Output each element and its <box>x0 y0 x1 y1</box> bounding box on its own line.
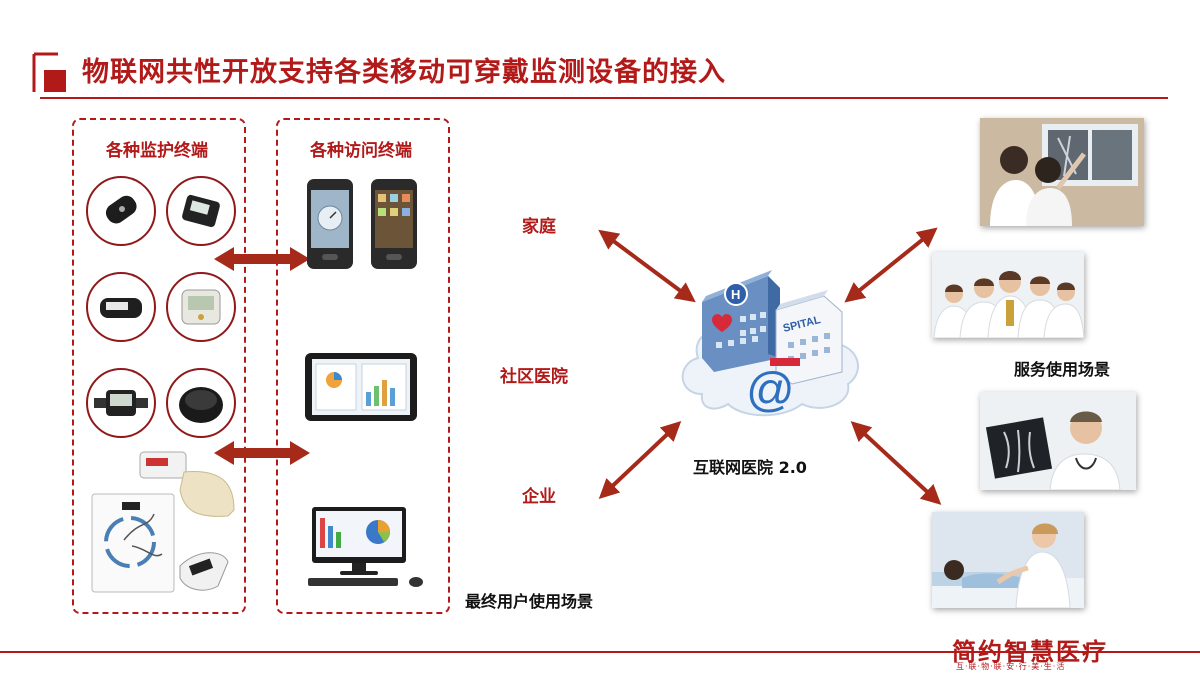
svg-text:H: H <box>731 287 740 302</box>
service-photo-patient-care <box>932 512 1084 608</box>
access-terminals-box <box>276 118 450 614</box>
blood-pressure-monitor-icon <box>181 289 221 325</box>
tablet-icon <box>305 353 417 421</box>
smartphone-icon-1 <box>307 179 353 269</box>
wearable-device-circle-4 <box>166 272 236 342</box>
device-group-icon <box>91 451 235 593</box>
end-user-scenario-label: 最终用户使用场景 <box>465 592 594 611</box>
at-symbol-icon: @ <box>746 364 795 417</box>
wearable-device-circle-6 <box>166 368 236 438</box>
arrow-hospital-service-bottom <box>850 421 942 505</box>
wearable-device-circle-2 <box>166 176 236 246</box>
footer-divider <box>0 651 1200 653</box>
wearable-device-circle-1 <box>86 176 156 246</box>
monitor-terminals-title: 各种监护终端 <box>106 141 208 161</box>
service-photo-medical-team <box>932 252 1084 338</box>
arrow-hospital-service-top <box>844 227 938 303</box>
title-divider <box>40 97 1168 99</box>
arrow-enterprise-hospital <box>598 421 682 499</box>
access-terminals-title: 各种访问终端 <box>310 141 412 161</box>
wearable-tracker-icon <box>105 195 137 224</box>
brand-slogan: 互·联·物·联·安·行·美·生·活 <box>956 662 1066 671</box>
service-photo-xray-doctor <box>980 392 1136 490</box>
pulse-oximeter-icon <box>100 298 142 318</box>
node-enterprise: 企业 <box>522 487 556 507</box>
desktop-computer-icon <box>308 507 423 587</box>
service-scenario-label: 服务使用场景 <box>1014 360 1111 379</box>
page-title: 物联网共性开放支持各类移动可穿戴监测设备的接入 <box>82 57 726 88</box>
internet-hospital-cloud: H SPITAL @ <box>681 270 859 417</box>
wearable-device-circle-5 <box>86 368 156 438</box>
monitor-access-link-arrow-2 <box>214 441 310 465</box>
internet-hospital-label: 互联网医院 2.0 <box>693 458 807 477</box>
node-community-hospital: 社区医院 <box>500 367 568 387</box>
monitor-terminals-box <box>72 118 246 614</box>
glucose-meter-icon <box>182 194 220 228</box>
title-bracket-icon <box>32 52 66 92</box>
brand-logo-text: 简约智慧医疗 <box>952 638 1108 666</box>
monitor-access-link-arrow-1 <box>214 247 310 271</box>
smartphone-icon-2 <box>371 179 417 269</box>
wearable-device-circle-3 <box>86 272 156 342</box>
ecg-band-icon <box>94 390 148 416</box>
arrow-home-hospital <box>598 229 696 303</box>
round-sensor-icon <box>179 387 223 423</box>
service-photo-radiology <box>980 118 1144 226</box>
node-home: 家庭 <box>522 217 556 237</box>
